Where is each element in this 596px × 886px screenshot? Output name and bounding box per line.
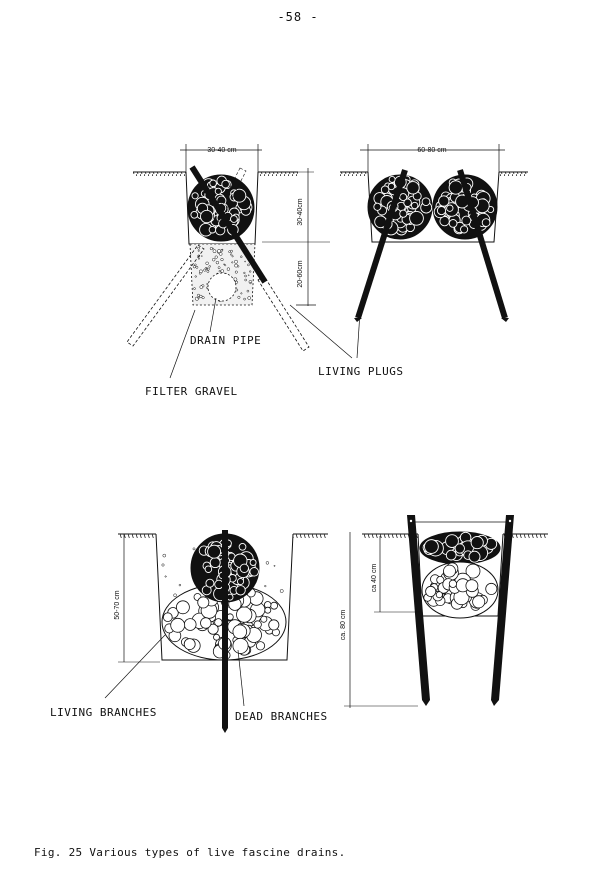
living-stake [491, 515, 514, 700]
ground-surface [133, 172, 186, 176]
bottom-left-drain: 50-70 cm LIVING BRANCHES DEAD BRANCHES [50, 530, 328, 733]
top-left-drain: 30-40 cm 30-40cm 20-60cm DRAIN PIPE FILT… [126, 144, 330, 398]
living-plug [355, 169, 408, 319]
width-dimension: 60-80 cm [417, 147, 446, 154]
bottom-right-drain: ca 40 cm ca. 80 cm [340, 515, 548, 708]
depth-dimension-upper: 30-40cm [297, 198, 304, 225]
living-plug-outline [257, 275, 310, 352]
depth-dimension-upper: ca 40 cm [371, 564, 378, 593]
fascine-bundle-living [421, 561, 499, 619]
depth-dimension-total: ca. 80 cm [340, 610, 347, 641]
depth-dimension: 50-70 cm [114, 590, 121, 619]
width-dimension: 30-40 cm [207, 147, 236, 154]
drain-pipe [207, 272, 237, 302]
ground-surface [258, 172, 298, 176]
living-plug [189, 165, 268, 284]
top-right-drain: 60-80 cm LIVING PLUGS [289, 144, 528, 378]
label-drain-pipe: DRAIN PIPE [190, 334, 261, 347]
label-filter-gravel: FILTER GRAVEL [145, 385, 238, 398]
living-stake [407, 515, 430, 700]
label-dead-branches: DEAD BRANCHES [235, 710, 328, 723]
page-number: -58 - [277, 10, 319, 24]
figure-caption: Fig. 25 Various types of live fascine dr… [34, 846, 346, 859]
label-living-plugs: LIVING PLUGS [318, 365, 403, 378]
fascine-bundle-dead [419, 531, 501, 565]
living-plug-outline [126, 244, 205, 347]
living-plug [457, 169, 508, 319]
label-living-branches: LIVING BRANCHES [50, 706, 157, 719]
depth-dimension-lower: 20-60cm [297, 260, 304, 287]
